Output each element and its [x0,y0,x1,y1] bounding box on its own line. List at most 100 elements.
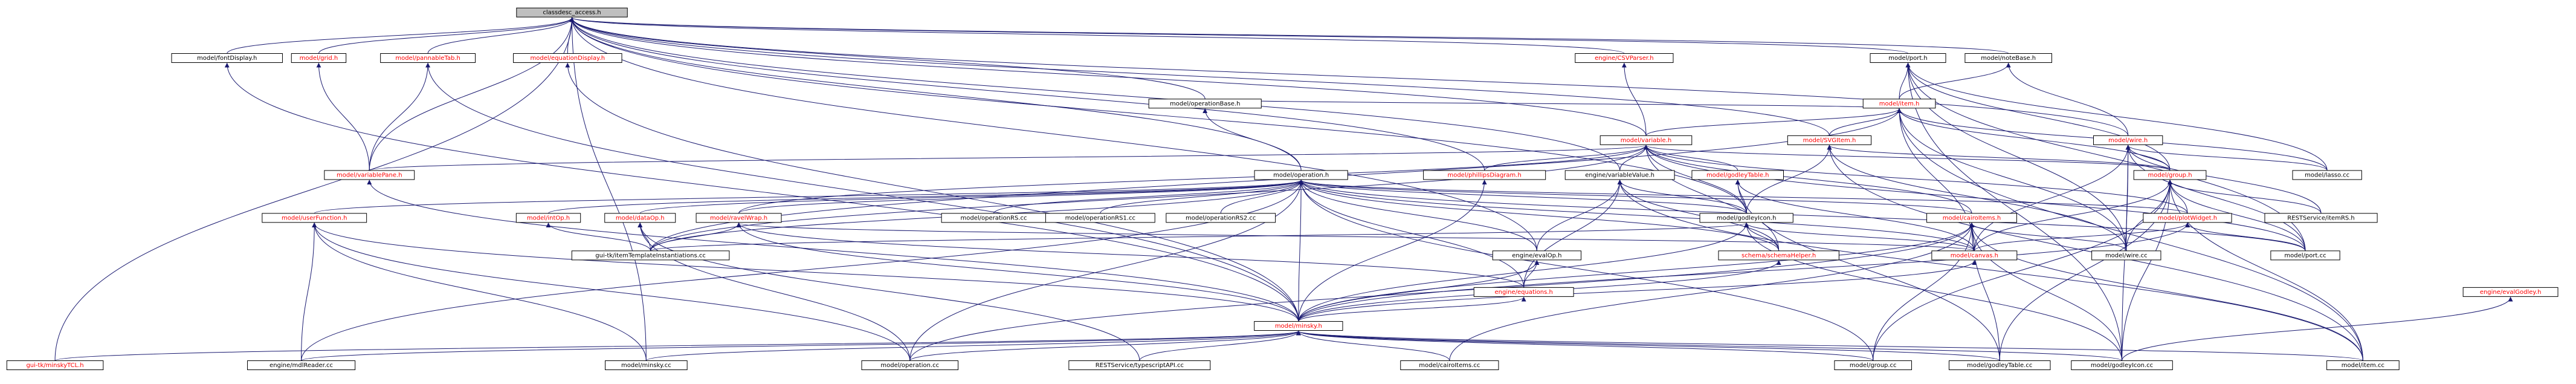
node-godleyTable[interactable]: model/godleyTable.h [1691,170,1784,180]
edge-templateInstantiations-to-ravelWrap [650,223,741,251]
node-item[interactable]: model/item.h [1862,99,1936,109]
node-label: model/userFunction.h [282,215,347,221]
node-box [2093,135,2163,145]
node-box [1564,170,1675,180]
edge-item-to-noteBase [1899,62,2011,99]
edge-ravelWrap-to-operation [738,180,1303,214]
node-label: classdesc_access.h [543,10,601,16]
node-godleyIcon_cc[interactable]: model/godleyIcon.cc [2071,360,2173,370]
node-operation_cc[interactable]: model/operation.cc [861,360,959,370]
edge-minskyTCL-to-minsky [54,330,1301,361]
node-wire_cc[interactable]: model/wire.cc [2091,250,2161,261]
node-variable[interactable]: model/variable.h [1600,135,1693,145]
edge-minsky-to-equations [1298,296,1526,322]
node-operationBase[interactable]: model/operationBase.h [1148,99,1262,109]
edge-minsky-to-plotWidget [1298,223,2190,322]
node-operationRS1_cc[interactable]: model/operationRS1.cc [1045,213,1155,223]
node-label: model/SVGItem.h [1803,137,1856,144]
node-label: model/dataOp.h [616,215,665,221]
edge-port_cc-to-variable [1644,145,2306,251]
node-godleyTable_cc[interactable]: model/godleyTable.cc [1948,360,2051,370]
edge-ravelWrap-to-variable [738,145,1648,213]
edge-godleyIcon_cc-to-group [2122,180,2173,361]
node-label: schema/schemaHelper.h [1742,252,1816,259]
edge-operationRS2_cc-to-operation [1220,180,1304,213]
node-SVGItem[interactable]: model/SVGItem.h [1787,135,1872,145]
node-plotWidget[interactable]: model/plotWidget.h [2143,213,2232,223]
node-pannableTab[interactable]: model/pannableTab.h [380,53,476,63]
node-noteBase[interactable]: model/noteBase.h [1964,53,2052,63]
node-box [516,7,628,18]
node-godleyIcon[interactable]: model/godleyIcon.h [1699,213,1793,223]
node-templateInstantiations[interactable]: gui-tk/itemTemplateInstantiations.cc [571,250,730,261]
edge-godleyIcon_cc-to-evalGodley [2122,296,2513,361]
node-label: model/operation.cc [880,362,939,369]
node-cairoItems_cc[interactable]: model/cairoItems.cc [1400,360,1499,370]
node-label: model/variablePane.h [337,172,402,178]
edge-fontDisplay-to-classdesc_access [227,17,575,54]
node-RESTService_itemRS[interactable]: RESTService/itemRS.h [2264,213,2378,223]
edge-evalOp-to-variableValue [1536,180,1622,251]
edge-operationBase-to-classdesc_access [569,17,1206,99]
edge-schemaHelper-to-godleyIcon [1744,223,1780,251]
node-box [1834,360,1913,370]
node-port_cc[interactable]: model/port.cc [2270,250,2340,261]
node-minsky_cc[interactable]: model/minsky.cc [605,360,688,370]
edge-wire_cc-to-cairoItems [1969,223,2127,252]
edge-userFunction-to-operation [314,180,1303,214]
node-port[interactable]: model/port.h [1870,53,1946,63]
node-label: model/equationDisplay.h [531,55,605,62]
node-box [1964,53,2052,63]
edge-schemaHelper-to-operation [1299,180,1780,251]
edge-mdlReader_cc-to-minsky [301,330,1301,361]
node-label: model/wire.h [2108,137,2148,144]
node-grid[interactable]: model/grid.h [291,53,347,63]
node-minskyTCL[interactable]: gui-tk/minskyTCL.h [6,360,104,370]
node-variablePane[interactable]: model/variablePane.h [324,170,415,180]
node-typescriptAPI_cc[interactable]: RESTService/typescriptAPI.cc [1068,360,1211,370]
node-cairoItems[interactable]: model/cairoItems.h [1926,213,2017,223]
node-evalOp[interactable]: engine/evalOp.h [1492,250,1581,261]
node-item_cc[interactable]: model/item.cc [2326,360,2400,370]
node-classdesc_access[interactable]: classdesc_access.h [516,7,628,18]
node-wire[interactable]: model/wire.h [2093,135,2163,145]
edge-item_cc-to-variableValue [1617,180,2363,361]
edge-mdlReader_cc-to-operation [301,180,1304,361]
node-CSVParser[interactable]: engine/CSVParser.h [1575,53,1674,63]
node-equations[interactable]: engine/equations.h [1473,287,1574,297]
node-box [1068,360,1211,370]
node-canvas[interactable]: model/canvas.h [1931,250,2018,261]
node-box [171,53,283,63]
edge-operation-to-classdesc_access [569,17,1302,171]
node-variableValue[interactable]: engine/variableValue.h [1564,170,1675,180]
node-operationRS2_cc[interactable]: model/operationRS2.cc [1166,213,1276,223]
edge-RESTService_itemRS-to-group [2168,180,2322,213]
node-operationRS_cc[interactable]: model/operationRS.cc [941,213,1047,223]
node-operation[interactable]: model/operation.h [1254,170,1348,180]
edge-operation_cc-to-operation [909,180,1304,361]
node-evalGodley[interactable]: engine/evalGodley.h [2462,287,2558,297]
edge-group-to-variable [1644,145,2171,171]
edge-grid-to-classdesc_access [318,17,575,54]
edge-godleyIcon-to-SVGItem [1746,145,1832,213]
node-group[interactable]: model/group.h [2133,170,2207,180]
node-box [1492,250,1581,261]
node-fontDisplay[interactable]: model/fontDisplay.h [171,53,283,63]
edge-minsky-to-userFunction [312,223,1299,322]
node-label: RESTService/itemRS.h [2287,215,2354,221]
node-minsky[interactable]: model/minsky.h [1254,321,1343,331]
node-group_cc[interactable]: model/group.cc [1834,360,1913,370]
node-label: model/operationRS1.cc [1065,215,1135,221]
node-equationDisplay[interactable]: model/equationDisplay.h [513,53,622,63]
edge-port_cc-to-group [2168,180,2306,251]
node-userFunction[interactable]: model/userFunction.h [262,213,367,223]
edge-phillipsDiagram-to-classdesc_access [569,17,1485,171]
node-dataOp[interactable]: model/dataOp.h [604,213,676,223]
node-schemaHelper[interactable]: schema/schemaHelper.h [1718,250,1839,261]
node-phillipsDiagram[interactable]: model/phillipsDiagram.h [1423,170,1546,180]
node-ravelWrap[interactable]: model/ravelWrap.h [696,213,782,223]
node-lasso_cc[interactable]: model/lasso.cc [2292,170,2362,180]
node-mdlReader_cc[interactable]: engine/mdlReader.cc [247,360,356,370]
edge-godleyTable-to-variable [1644,145,1738,171]
node-intOp[interactable]: model/intOp.h [515,213,581,223]
